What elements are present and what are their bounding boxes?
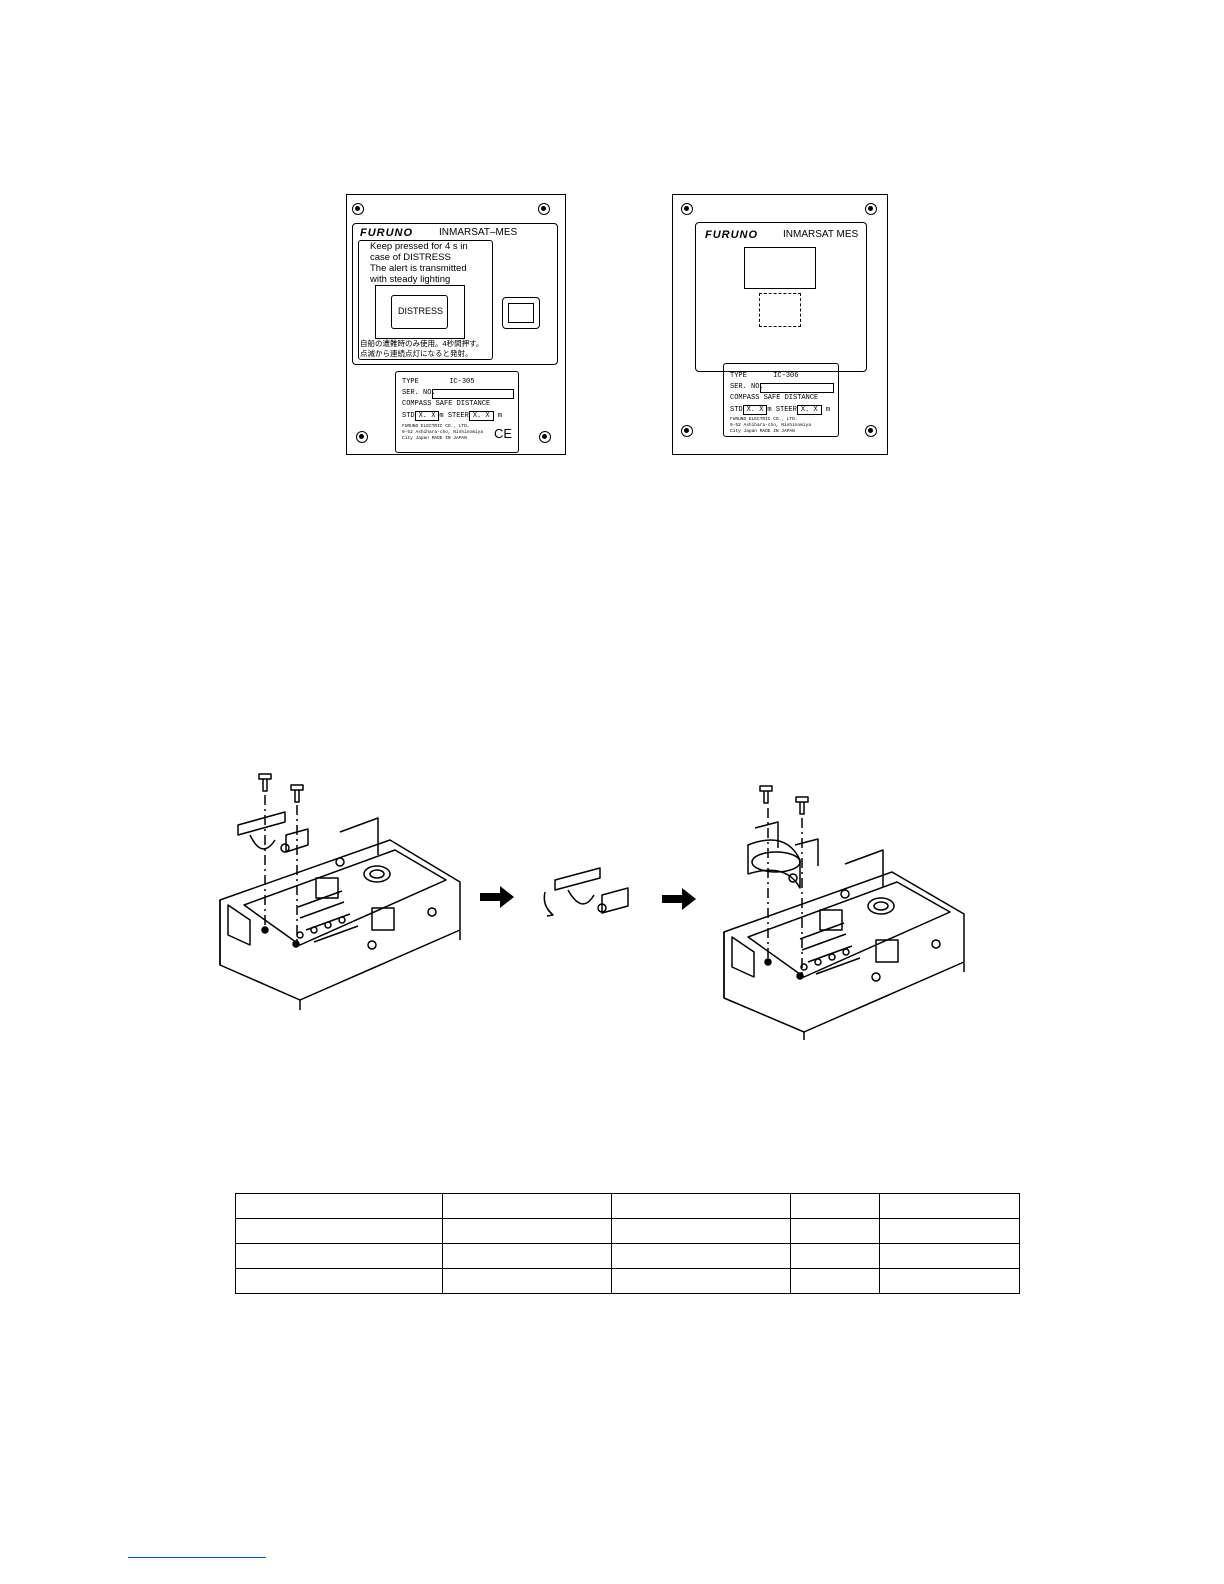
screw-icon [356,431,368,443]
unit-label: m [825,406,831,414]
table-cell [442,1268,612,1294]
type-label: TYPE [402,378,419,386]
chassis-right [723,849,965,1040]
instruction-label [358,240,493,360]
cable-clamp-bracket [747,821,819,889]
serial-label: SER. NO. [730,383,764,391]
table-cell [235,1268,443,1294]
panel-model-title: INMARSAT–MES [439,227,518,238]
screw-icon [759,785,809,815]
table-row [235,1243,1020,1269]
cable-clamp-bracket [543,867,629,917]
table-row [235,1268,1020,1294]
lamp-window [759,293,801,327]
instruction-line: with steady lighting [370,274,451,285]
chassis-left [219,817,461,1010]
screw-icon [258,773,304,803]
maker-line: 9-52 Ashihara-cho, Nishinomiya [730,423,812,428]
panel-face [695,222,867,372]
serial-field [432,389,514,399]
steer-label: m STEER [767,406,797,414]
table-cell [235,1218,443,1244]
screw-icon [681,203,693,215]
screw-icon [352,203,364,215]
screw-icon [865,425,877,437]
distress-panel-ic305: FURUNO INMARSAT–MES Keep pressed for 4 s… [346,194,566,455]
table-cell [790,1243,880,1269]
instruction-line: The alert is transmitted [370,263,467,274]
japanese-instruction: 点滅から連続点灯になると発射。 [360,349,473,358]
instruction-line: Keep pressed for 4 s in [370,241,468,252]
type-value: IC-306 [773,372,799,380]
japanese-instruction: 自船の遭難時のみ使用。4秒間押す。 [360,339,484,348]
serial-field [760,383,834,393]
table-cell [790,1193,880,1219]
steer-value: X. X [468,411,494,421]
brand-logo: FURUNO [360,227,414,239]
std-label: STD [402,412,415,420]
panel-face [352,223,558,365]
screw-icon [681,425,693,437]
table-cell [611,1268,791,1294]
alert-panel-ic306: FURUNO INMARSAT MES TYPE IC-306 SER. NO.… [672,194,888,455]
std-label: STD [730,406,743,414]
maker-line: City Japan MADE IN JAPAN [402,436,467,441]
std-value: X. X [742,405,768,415]
unit-label: m [497,412,503,420]
maker-line: FURUNO ELECTRIC CO., LTD. [730,417,798,422]
display-window [744,247,816,289]
table-cell [442,1193,612,1219]
panel-model-title: INMARSAT MES [783,229,859,240]
table-cell [790,1268,880,1294]
table-cell [235,1193,443,1219]
maker-line: City Japan MADE IN JAPAN [730,429,795,434]
parts-table [235,1193,1020,1294]
distress-button-label: DISTRESS [398,306,444,316]
arrow-right-icon [662,888,696,910]
table-row [235,1218,1020,1244]
nameplate: TYPE IC-306 SER. NO. COMPASS SAFE DISTAN… [723,363,839,437]
table-cell [235,1243,443,1269]
compass-safe-distance: COMPASS SAFE DISTANCE [402,400,491,408]
table-row [235,1193,1020,1219]
table-cell [442,1243,612,1269]
lamp-window [502,297,540,329]
steer-value: X. X [796,405,822,415]
brand-logo: FURUNO [705,229,759,241]
type-value: IC-305 [449,378,475,386]
arrow-right-icon [480,886,514,908]
screw-icon [865,203,877,215]
maker-line: FURUNO ELECTRIC CO., LTD. [402,424,470,429]
table-cell [611,1218,791,1244]
instruction-line: case of DISTRESS [370,252,451,263]
distress-cover [375,285,465,339]
table-cell [879,1193,1020,1219]
distress-button[interactable] [391,295,448,329]
table-cell [790,1218,880,1244]
table-cell [442,1218,612,1244]
table-cell [611,1243,791,1269]
table-cell [879,1218,1020,1244]
serial-label: SER. NO. [402,389,436,397]
type-label: TYPE [730,372,747,380]
table-cell [879,1243,1020,1269]
table-cell [879,1268,1020,1294]
steer-label: m STEER [439,412,469,420]
compass-safe-distance: COMPASS SAFE DISTANCE [730,394,819,402]
nameplate: TYPE IC-305 SER. NO. COMPASS SAFE DISTAN… [395,371,519,453]
ce-mark: CE [494,426,513,441]
table-cell [611,1193,791,1219]
cable-clamp-bracket [237,811,309,853]
maker-line: 9-52 Ashihara-cho, Nishinomiya [402,430,484,435]
lamp-window-inner [508,303,534,323]
screw-icon [539,431,551,443]
std-value: X. X [414,411,440,421]
footer-rule [128,1557,266,1558]
screw-icon [538,203,550,215]
